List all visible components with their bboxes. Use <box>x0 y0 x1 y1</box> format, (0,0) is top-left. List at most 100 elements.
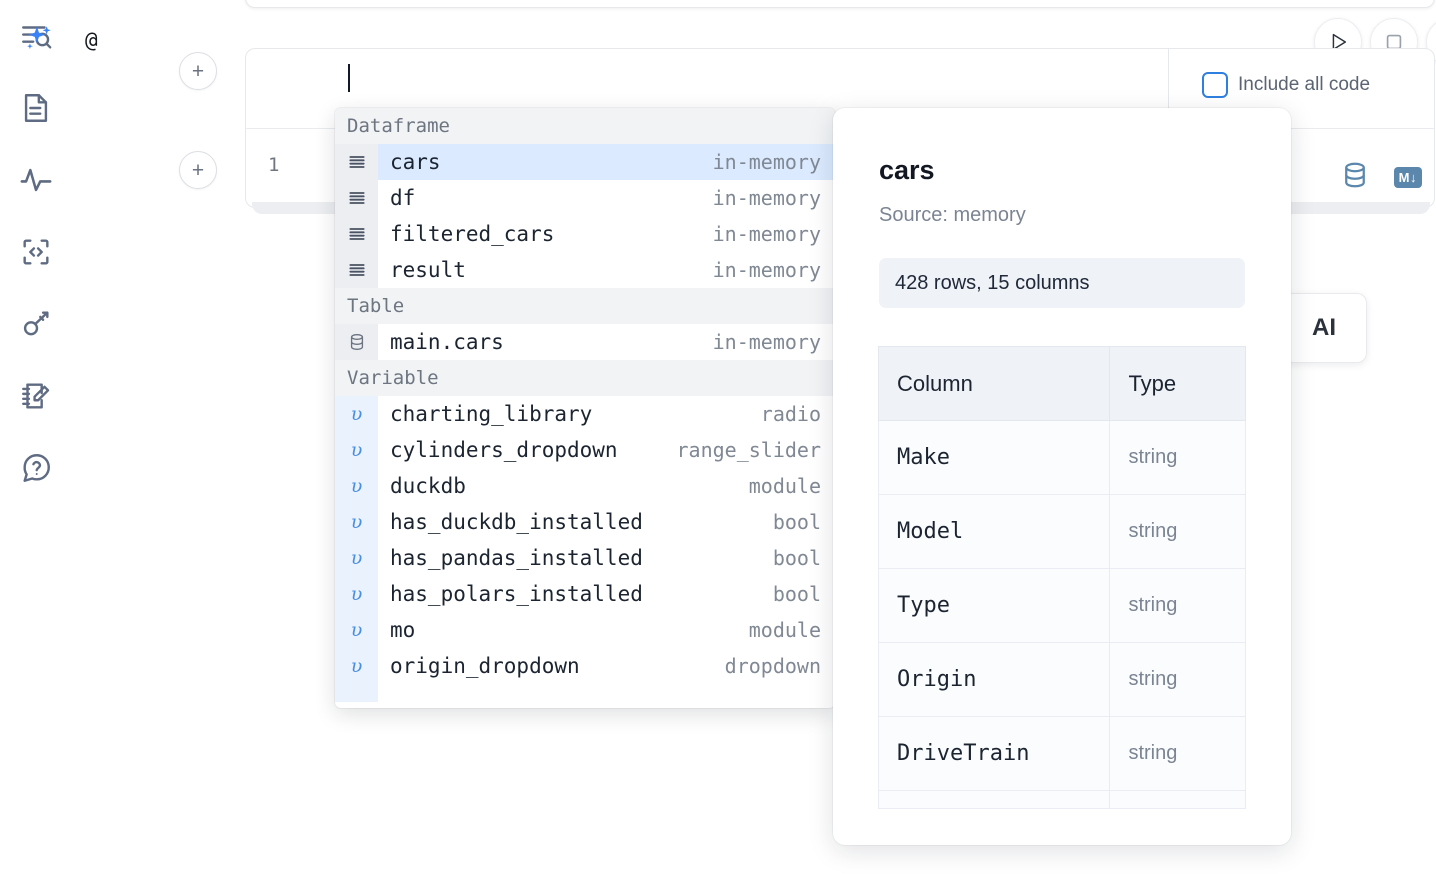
autocomplete-item-body: cars in-memory <box>378 144 835 180</box>
variable-icon: υ <box>335 648 378 684</box>
include-all-code-toggle[interactable]: Include all code <box>1202 72 1370 98</box>
ai-prompt-input[interactable] <box>85 14 985 66</box>
variable-icon: υ <box>335 540 378 576</box>
autocomplete-item-type: in-memory <box>712 330 821 354</box>
dataframe-icon <box>335 144 378 180</box>
variable-icon: υ <box>335 612 378 648</box>
autocomplete-item-type: module <box>748 474 821 498</box>
autocomplete-item-result[interactable]: result in-memory <box>335 252 835 288</box>
add-cell-button-bottom[interactable]: + <box>179 151 217 189</box>
schema-column-name: Make <box>877 420 1111 495</box>
autocomplete-item-name: filtered_cars <box>390 222 555 246</box>
autocomplete-item-type: radio <box>760 402 821 426</box>
schema-column-name: DriveTrain <box>877 716 1111 791</box>
variable-icon: υ <box>335 576 378 612</box>
autocomplete-item-body: origin_dropdown dropdown <box>378 648 835 684</box>
activity-pulse-icon[interactable] <box>14 158 58 202</box>
autocomplete-item-type: in-memory <box>712 222 821 246</box>
autocomplete-item-name: has_pandas_installed <box>390 546 643 570</box>
table-row-partial <box>877 790 1246 809</box>
autocomplete-item-body: duckdb module <box>378 468 835 504</box>
markdown-badge[interactable]: M↓ <box>1393 167 1422 188</box>
autocomplete-item-type: range_slider <box>676 438 822 462</box>
variable-icon: υ <box>335 396 378 432</box>
autocomplete-item-name: cars <box>390 150 441 174</box>
preview-source: Source: memory <box>879 204 1026 226</box>
variable-icon: υ <box>335 432 378 468</box>
notebook-edit-icon[interactable] <box>14 374 58 418</box>
code-brackets-icon[interactable] <box>14 230 58 274</box>
autocomplete-item-body: cylinders_dropdown range_slider <box>378 432 835 468</box>
autocomplete-item-name: duckdb <box>390 474 466 498</box>
autocomplete-item-name: mo <box>390 618 416 642</box>
schema-column-name <box>877 790 1111 809</box>
document-icon[interactable] <box>14 86 58 130</box>
schema-column-name: Origin <box>877 642 1111 717</box>
schema-column-type: string <box>1109 420 1246 495</box>
autocomplete-item-partial[interactable] <box>335 684 835 702</box>
autocomplete-item-body <box>378 684 835 702</box>
autocomplete-item-body: result in-memory <box>378 252 835 288</box>
variable-icon: υ <box>335 468 378 504</box>
preview-title: cars <box>879 155 935 185</box>
autocomplete-item-filtered_cars[interactable]: filtered_cars in-memory <box>335 216 835 252</box>
line-number: 1 <box>268 154 280 176</box>
key-icon[interactable] <box>14 302 58 346</box>
dataframe-preview-panel: cars Source: memory 428 rows, 15 columns… <box>833 108 1291 845</box>
autocomplete-item-type: in-memory <box>712 258 821 282</box>
autocomplete-item-name: result <box>390 258 466 282</box>
left-icon-rail <box>0 0 72 874</box>
autocomplete-item-name: cylinders_dropdown <box>390 438 618 462</box>
autocomplete-item-has_pandas_installed[interactable]: υ has_pandas_installed bool <box>335 540 835 576</box>
autocomplete-item-type: bool <box>772 582 821 606</box>
with-ai-label: AI <box>1312 314 1336 341</box>
autocomplete-item-has_polars_installed[interactable]: υ has_polars_installed bool <box>335 576 835 612</box>
help-question-icon[interactable] <box>14 446 58 490</box>
column-header-column: Column <box>877 346 1111 421</box>
schema-column-type: string <box>1109 568 1246 643</box>
schema-column-name: Model <box>877 494 1111 569</box>
schema-column-type <box>1109 790 1246 809</box>
autocomplete-item-origin_dropdown[interactable]: υ origin_dropdown dropdown <box>335 648 835 684</box>
autocomplete-item-body: filtered_cars in-memory <box>378 216 835 252</box>
dataframe-icon <box>335 180 378 216</box>
schema-column-name: Type <box>877 568 1111 643</box>
dataframe-icon <box>335 252 378 288</box>
autocomplete-item-body: has_pandas_installed bool <box>378 540 835 576</box>
autocomplete-item-name: origin_dropdown <box>390 654 580 678</box>
table-database-icon <box>335 324 378 360</box>
autocomplete-item-type: in-memory <box>712 186 821 210</box>
autocomplete-item-type: bool <box>772 546 821 570</box>
autocomplete-item-type: dropdown <box>724 654 821 678</box>
variable-icon <box>335 684 378 702</box>
database-icon[interactable] <box>1340 160 1370 195</box>
include-all-code-checkbox[interactable] <box>1202 72 1228 98</box>
autocomplete-section-header: Table <box>335 288 835 324</box>
autocomplete-item-cars[interactable]: cars in-memory <box>335 144 835 180</box>
text-cursor <box>348 64 350 92</box>
include-all-code-label: Include all code <box>1238 74 1371 95</box>
autocomplete-item-name: has_duckdb_installed <box>390 510 643 534</box>
autocomplete-item-body: has_polars_installed bool <box>378 576 835 612</box>
preview-shape-badge: 428 rows, 15 columns <box>879 258 1245 308</box>
autocomplete-item-cylinders_dropdown[interactable]: υ cylinders_dropdown range_slider <box>335 432 835 468</box>
dataframe-icon <box>335 216 378 252</box>
autocomplete-item-name: has_polars_installed <box>390 582 643 606</box>
variable-icon: υ <box>335 504 378 540</box>
autocomplete-item-type: in-memory <box>712 150 821 174</box>
